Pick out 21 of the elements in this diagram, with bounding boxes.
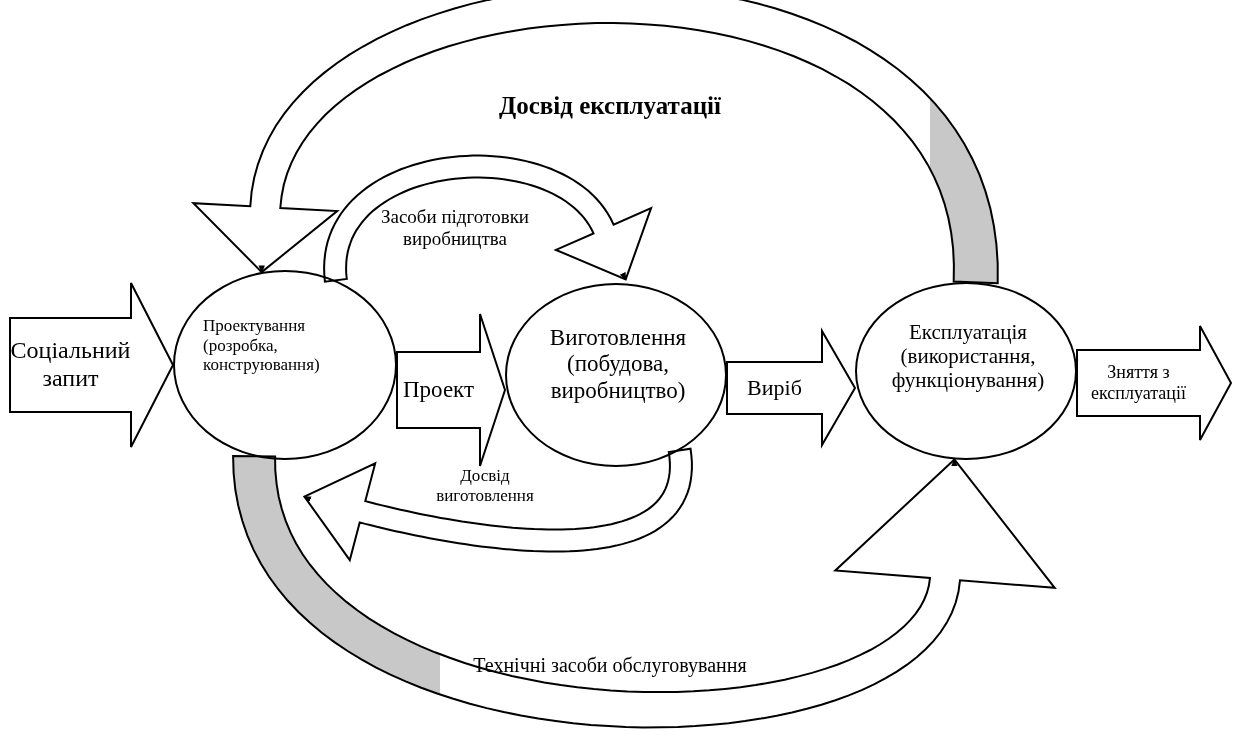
edge-label: Досвід виготовлення (435, 466, 535, 506)
block-arrow (9, 282, 175, 448)
node-text: Експлуатація (використання, функціонування) (890, 320, 1046, 393)
process-circle (173, 270, 397, 460)
edge-label: Засоби підготовки виробництва (379, 206, 531, 250)
block-arrow (726, 327, 857, 449)
block-arrow (1076, 325, 1233, 441)
edge-label: Проект (402, 376, 475, 404)
edge-label: Виріб (746, 375, 803, 401)
process-circle (855, 282, 1077, 460)
edge-label: Досвід експлуатації (498, 91, 722, 121)
edge-label: Технічні засоби обслуговування (472, 653, 748, 677)
node-text: Проектування (розробка, конструювання) (203, 316, 321, 375)
curved-arrow (302, 447, 693, 563)
block-arrow (396, 313, 507, 467)
curved-arrow (232, 455, 1057, 729)
process-circle (505, 283, 727, 467)
edge-label: Зняття з експлуатації (1090, 362, 1187, 404)
curved-arrow (190, 0, 999, 285)
node-text: Виготовлення (побудова, виробництво) (548, 325, 688, 405)
edge-label: Соціальний запит (10, 337, 131, 393)
